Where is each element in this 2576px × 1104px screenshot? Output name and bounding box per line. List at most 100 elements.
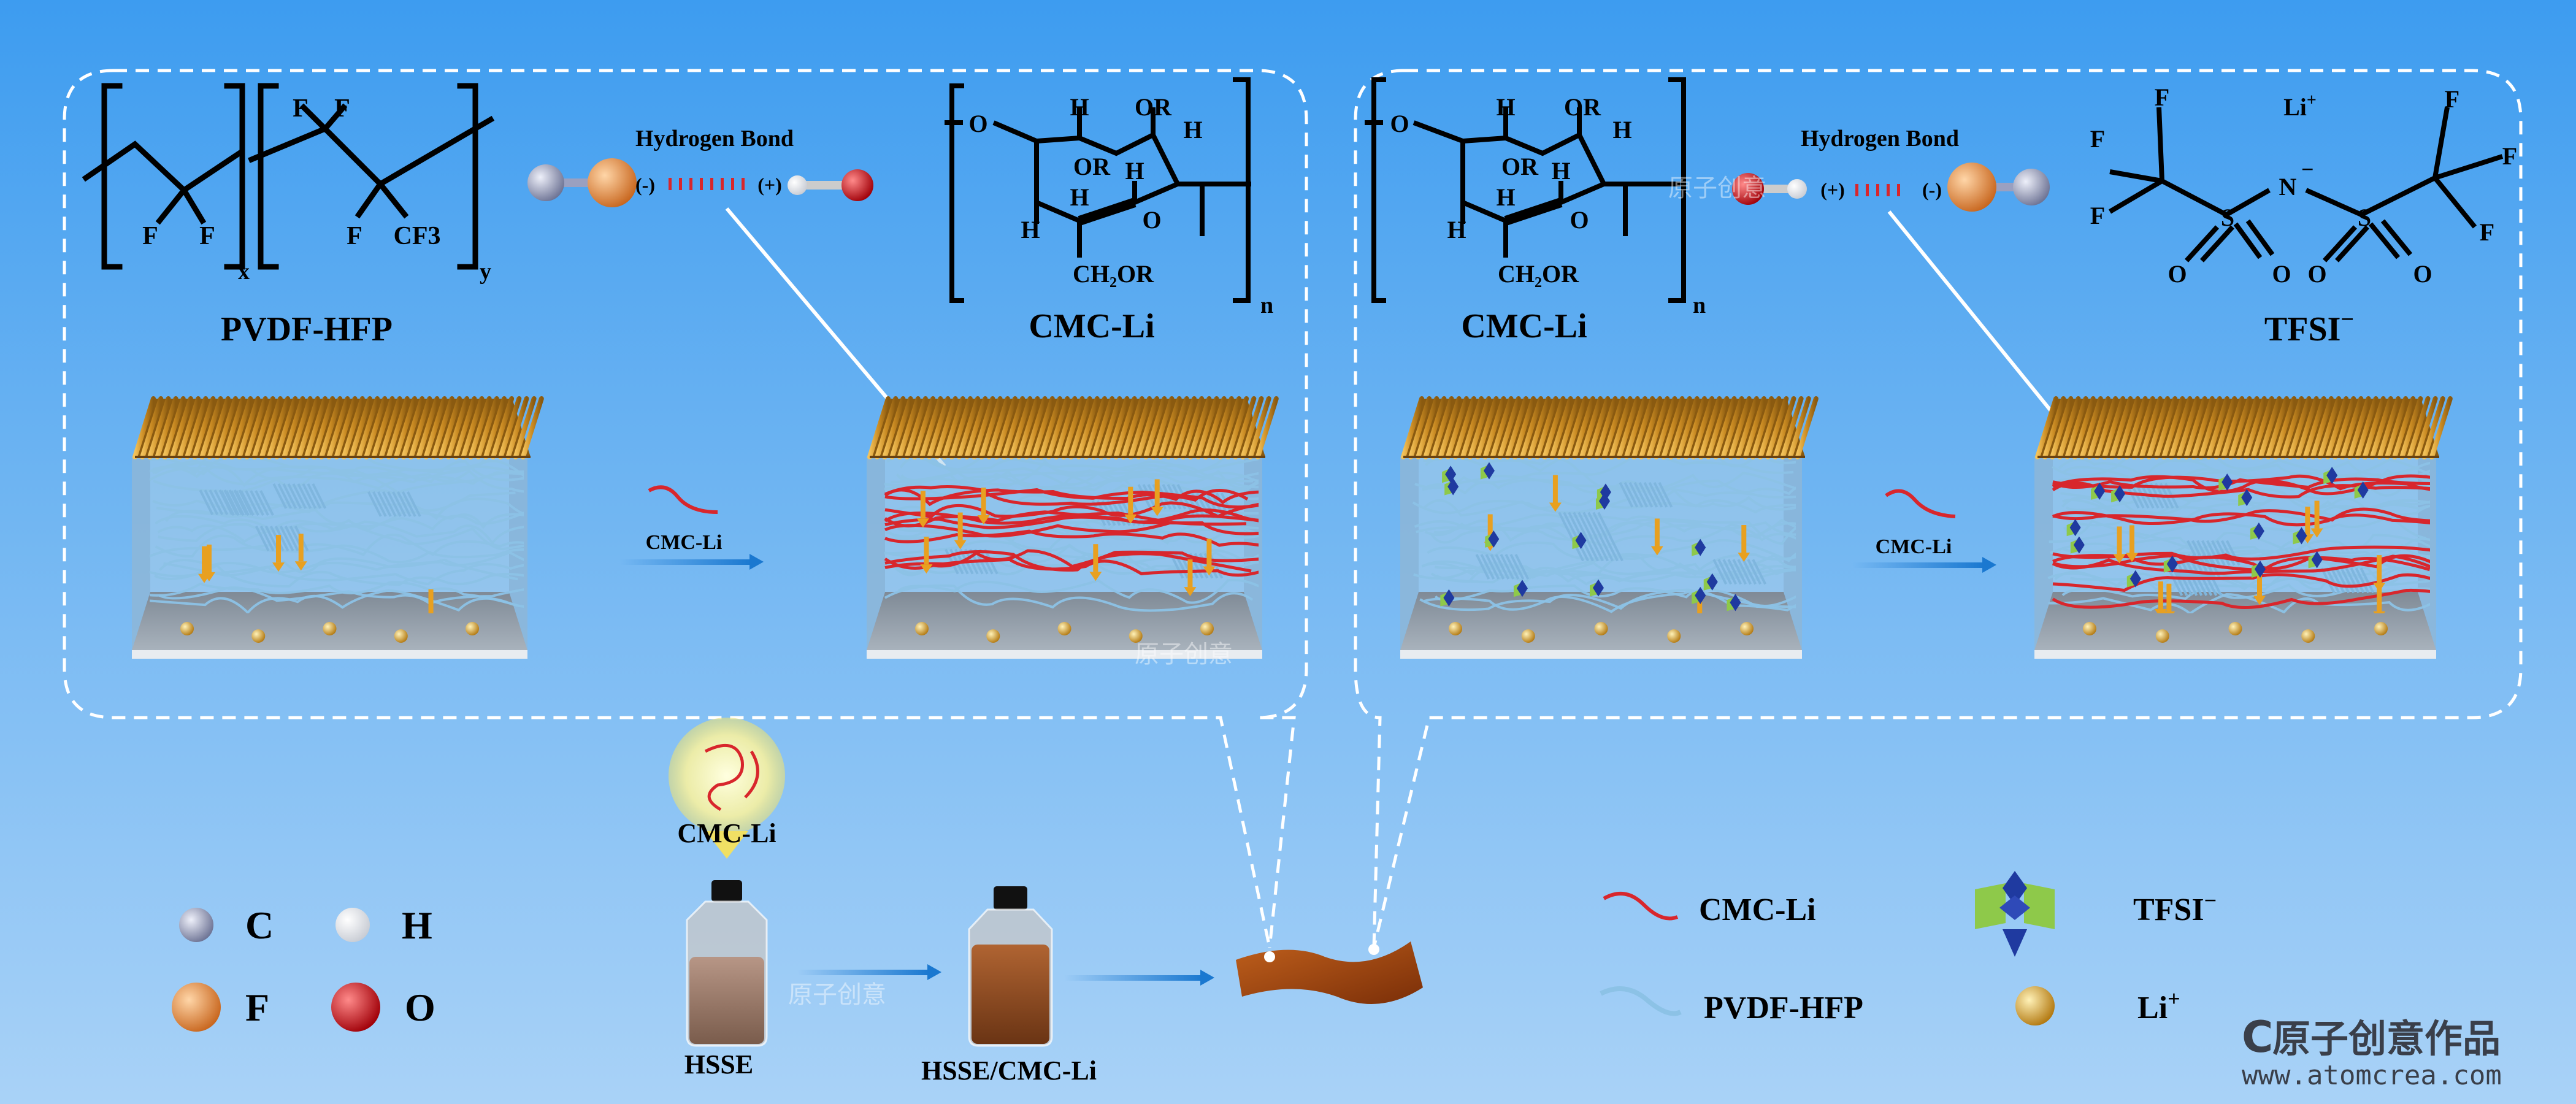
left-callout-panel xyxy=(63,69,1308,948)
pvdf-atom-3: F xyxy=(293,94,309,123)
brand-logo-icon: C xyxy=(2242,1012,2273,1062)
pvdf-f-bonds-1 xyxy=(155,186,207,225)
right-arrow-label: CMC-Li xyxy=(1876,535,1952,558)
tfsi-atom-10: O xyxy=(2413,260,2432,288)
left-cmc-atom-4: H xyxy=(1183,116,1202,144)
box-hsse-cmc-li xyxy=(2034,396,2453,659)
film-arrow xyxy=(1064,970,1214,986)
left-process-arrow: CMC-Li xyxy=(619,485,764,570)
left-arrow-label: CMC-Li xyxy=(646,531,723,554)
pvdf-chain-1 xyxy=(82,140,243,194)
electrolyte-boxes xyxy=(132,396,2453,659)
pvdf-chain-2 xyxy=(248,115,495,188)
legend-pvdf-label: PVDF-HFP xyxy=(1704,991,1863,1025)
left-cmc-atom-8: H xyxy=(1070,183,1089,211)
pvdf-subscript-y: y xyxy=(480,259,491,285)
left-bond-hydrogen-atom xyxy=(788,175,807,195)
right-cmc-atom-10: CH₂OR xyxy=(1498,260,1579,288)
right-cmc-li-label: CMC-Li xyxy=(1461,307,1587,345)
tfsi-atom-2: F xyxy=(2090,125,2105,153)
legend-atom-h-icon xyxy=(335,908,370,942)
pvdf-subscript-x: x xyxy=(238,259,250,285)
pvdf-atoms: F F F F F CF3 x y PVDF-HFP xyxy=(142,94,491,348)
right-bond-plus: (+) xyxy=(1820,178,1845,201)
legend-atom-c-label: C xyxy=(245,903,274,947)
pvdf-bracket-2-open xyxy=(258,83,279,270)
tfsi-atom-1: F xyxy=(2155,83,2169,111)
bottle-transfer-arrow xyxy=(797,964,941,980)
right-cmc-atom-6: H xyxy=(1551,157,1570,185)
tfsi-atom-13: F xyxy=(2480,218,2494,246)
right-cmc-atom-2: H xyxy=(1496,93,1515,121)
left-cmc-atom-3: OR xyxy=(1135,93,1172,121)
pvdf-bracket-1-close xyxy=(224,83,245,270)
brand-name: 原子创意作品 xyxy=(2272,1016,2501,1061)
pvdf-bracket-1-open xyxy=(101,83,123,270)
right-callout-panel xyxy=(1354,69,2523,948)
tfsi-atom-7: O xyxy=(2168,260,2187,288)
right-bond-hydrogen-atom xyxy=(1787,179,1807,199)
left-bond-minus: (-) xyxy=(635,174,655,196)
pvdf-atom-1: F xyxy=(142,222,158,250)
electrolyte-film xyxy=(1236,941,1423,1004)
tfsi-li-label: Li+ xyxy=(2283,91,2317,121)
pvdf-f-bonds-2 xyxy=(299,103,409,219)
left-cmc-atom-10: CH₂OR xyxy=(1073,260,1154,288)
tfsi-n-charge: − xyxy=(2301,157,2314,182)
legend-atom-c-icon xyxy=(179,908,213,942)
left-cmc-atom-2: H xyxy=(1070,93,1089,121)
pvdf-atom-6: CF3 xyxy=(394,222,441,250)
right-cmc-atom-7: H xyxy=(1447,216,1466,243)
legend-tfsi-icon xyxy=(1975,871,2055,957)
tfsi-atom-9: O xyxy=(2307,260,2326,288)
pvdf-hfp-structure xyxy=(82,83,495,270)
left-hbond-title: Hydrogen Bond xyxy=(635,126,794,151)
cmc-li-bulb: CMC-Li xyxy=(669,718,785,859)
pvdf-atom-5: F xyxy=(347,222,362,250)
hsse-bottle: HSSE xyxy=(684,880,768,1079)
brand-watermark: C 原子创意作品 www.atomcrea.com xyxy=(2242,1012,2502,1091)
right-cmc-atom-5: OR xyxy=(1501,153,1539,180)
legend-atom-o-icon xyxy=(331,983,380,1032)
tfsi-atom-4: S xyxy=(2221,204,2234,231)
pvdf-atom-2: F xyxy=(199,222,215,250)
left-cmc-subscript-n: n xyxy=(1260,293,1273,318)
legend-li-label: Li+ xyxy=(2137,986,2180,1025)
tfsi-label: TFSI− xyxy=(2264,307,2354,348)
brand-url: www.atomcrea.com xyxy=(2242,1060,2502,1091)
tfsi-atom-6: S xyxy=(2358,204,2371,231)
box-hsse xyxy=(1400,396,1819,659)
legend-pvdf-chain-icon xyxy=(1600,986,1682,1016)
tfsi-atom-3: F xyxy=(2090,202,2105,229)
left-bond-carbon-atom xyxy=(527,164,564,201)
right-cmc-li-structure: O H OR H OR H H H O CH₂OR n CMC-Li xyxy=(1365,77,1706,345)
left-bond-fluorine-atom xyxy=(588,158,637,207)
left-bond-oxygen-atom xyxy=(841,169,873,201)
left-cmc-li-label: CMC-Li xyxy=(1029,307,1154,345)
right-process-arrow: CMC-Li xyxy=(1852,489,1996,573)
right-bond-fluorine-atom xyxy=(1947,163,1996,212)
right-cmc-atom-4: H xyxy=(1612,116,1631,144)
left-arrow-cmc-chain-icon xyxy=(648,485,718,514)
watermark-small-1: 原子创意 xyxy=(1668,174,1766,202)
right-bond-carbon-atom xyxy=(2013,169,2050,205)
tfsi-atom-11: F xyxy=(2445,85,2459,113)
box-pvdf-hfp-cmc-li xyxy=(867,396,1279,659)
box-pvdf-hfp xyxy=(132,396,544,659)
right-cmc-subscript-n: n xyxy=(1693,293,1706,318)
legend-atom-f-icon xyxy=(172,983,221,1032)
left-cmc-atom-7: H xyxy=(1021,216,1040,243)
pvdf-bracket-2-close xyxy=(457,83,478,270)
right-hydrogen-bond: Hydrogen Bond (+) (-) xyxy=(1732,126,2090,458)
pvdf-hfp-label: PVDF-HFP xyxy=(221,310,393,348)
watermark-small-3: 原子创意 xyxy=(788,981,886,1009)
tfsi-atom-5: N xyxy=(2279,173,2297,201)
tfsi-structure: F F F S N − S O O O O F F F Li+ TFSI− xyxy=(2090,83,2517,348)
legend-cmc-chain-icon xyxy=(1603,892,1679,921)
tfsi-atom-12: F xyxy=(2502,142,2517,170)
right-cmc-atom-1: O xyxy=(1390,110,1409,137)
left-cmc-atom-1: O xyxy=(968,110,987,137)
right-cmc-atom-8: H xyxy=(1496,183,1515,211)
right-bond-oxygen-atom xyxy=(1732,173,1764,205)
hsse-bottle-label: HSSE xyxy=(684,1049,754,1079)
